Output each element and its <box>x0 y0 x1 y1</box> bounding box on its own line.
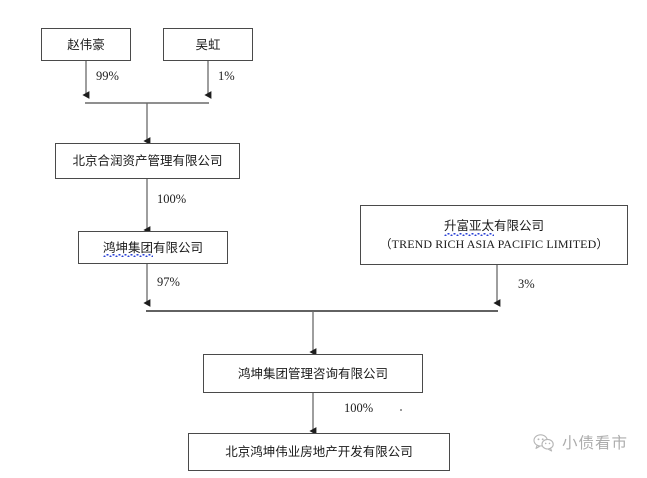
merge-bar-consulting <box>146 310 498 356</box>
node-beijing-herun[interactable]: 北京合润资产管理有限公司 <box>55 143 240 179</box>
watermark: 小债看市 <box>533 431 628 453</box>
merge-bar-herun <box>85 102 209 145</box>
node-hongkun-consulting[interactable]: 鸿坤集团管理咨询有限公司 <box>203 354 423 393</box>
node-label: 赵伟豪 <box>67 36 105 52</box>
node-label: 吴虹 <box>195 36 221 52</box>
edge-label-100-percent-weiye: 100% <box>344 401 374 415</box>
node-label-english: （TREND RICH ASIA PACIFIC LIMITED） <box>379 236 609 251</box>
node-label: 北京鸿坤伟业房地产开发有限公司 <box>225 444 413 460</box>
scan-artifact-speck <box>400 409 402 411</box>
node-label-rest: 有限公司 <box>494 217 545 233</box>
node-label: 升富亚太有限公司 <box>443 217 545 236</box>
edge-label-97-percent: 97% <box>157 275 180 289</box>
edge-label-1-percent: 1% <box>218 69 235 83</box>
node-label: 鸿坤集团管理咨询有限公司 <box>237 365 388 381</box>
watermark-text: 小债看市 <box>562 434 629 452</box>
spellcheck-underline-segment: 鸿坤集团 <box>102 239 154 257</box>
node-beijing-hongkun-weiye[interactable]: 北京鸿坤伟业房地产开发有限公司 <box>188 433 450 471</box>
node-zhao-weihao[interactable]: 赵伟豪 <box>41 28 131 61</box>
node-hongkun-group[interactable]: 鸿坤集团有限公司 <box>78 231 228 264</box>
edge-label-99-percent: 99% <box>96 69 119 83</box>
node-label: 北京合润资产管理有限公司 <box>72 153 223 169</box>
node-label-rest: 有限公司 <box>153 239 204 255</box>
edge-label-100-percent-herun: 100% <box>157 192 187 206</box>
edge-label-3-percent: 3% <box>518 277 535 291</box>
node-label: 鸿坤集团有限公司 <box>102 239 204 257</box>
spellcheck-underline-segment: 升富亚太 <box>443 217 495 236</box>
node-trend-rich-asia-pacific[interactable]: 升富亚太有限公司 （TREND RICH ASIA PACIFIC LIMITE… <box>360 205 628 265</box>
wechat-bubbles-icon <box>533 433 555 452</box>
node-wu-hong[interactable]: 吴虹 <box>163 28 253 61</box>
